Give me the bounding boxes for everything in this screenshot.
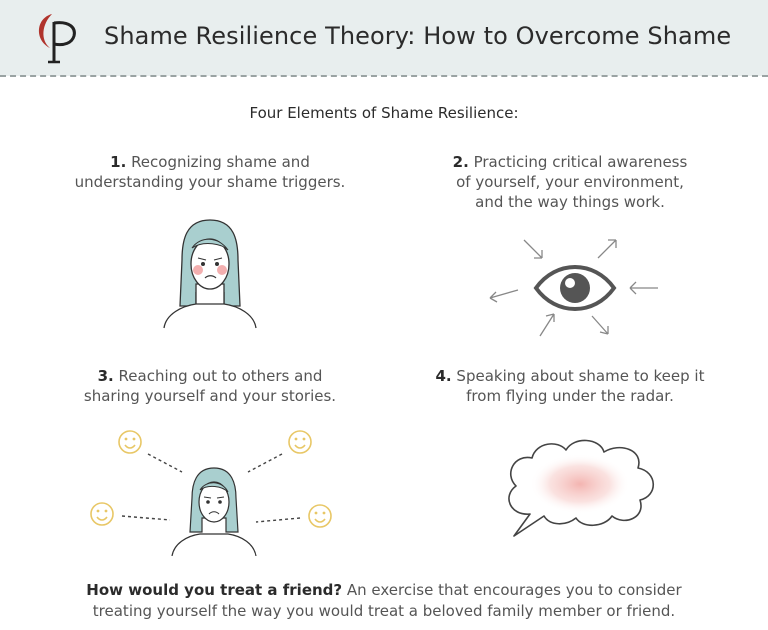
element-number: 2. xyxy=(452,153,469,171)
element-line: understanding your shame triggers. xyxy=(74,173,346,191)
element-line: Speaking about shame to keep it xyxy=(456,367,705,385)
element-3-text: 3. Reaching out to others and sharing yo… xyxy=(40,366,380,406)
speech-cloud-icon xyxy=(508,439,655,537)
element-line: Practicing critical awareness xyxy=(473,153,688,171)
positive-psychology-logo-icon xyxy=(38,14,76,64)
element-number: 4. xyxy=(435,367,452,385)
element-number: 1. xyxy=(110,153,127,171)
woman-with-smileys-icon xyxy=(90,430,332,556)
element-2-text: 2. Practicing critical awareness of your… xyxy=(400,152,740,212)
element-line: sharing yourself and your stories. xyxy=(83,387,337,405)
header xyxy=(0,0,768,76)
element-line: Recognizing shame and xyxy=(131,153,310,171)
eye-with-arrows-icon xyxy=(489,239,658,337)
element-line: and the way things work. xyxy=(475,193,665,211)
element-line: Reaching out to others and xyxy=(118,367,323,385)
element-1-text: 1. Recognizing shame and understanding y… xyxy=(40,152,380,192)
header-divider xyxy=(0,75,768,77)
footer-lead: How would you treat a friend? xyxy=(86,581,343,599)
footer-note: How would you treat a friend? An exercis… xyxy=(0,580,768,622)
element-number: 3. xyxy=(97,367,114,385)
footer-text: treating yourself the way you would trea… xyxy=(92,602,676,620)
page-title: Shame Resilience Theory: How to Overcome… xyxy=(104,22,732,50)
element-line: from flying under the radar. xyxy=(466,387,674,405)
element-4-text: 4. Speaking about shame to keep it from … xyxy=(400,366,740,406)
worried-woman-icon xyxy=(163,219,257,329)
footer-text: An exercise that encourages you to consi… xyxy=(342,581,682,599)
element-line: of yourself, your environment, xyxy=(456,173,684,191)
section-subtitle: Four Elements of Shame Resilience: xyxy=(249,104,519,122)
